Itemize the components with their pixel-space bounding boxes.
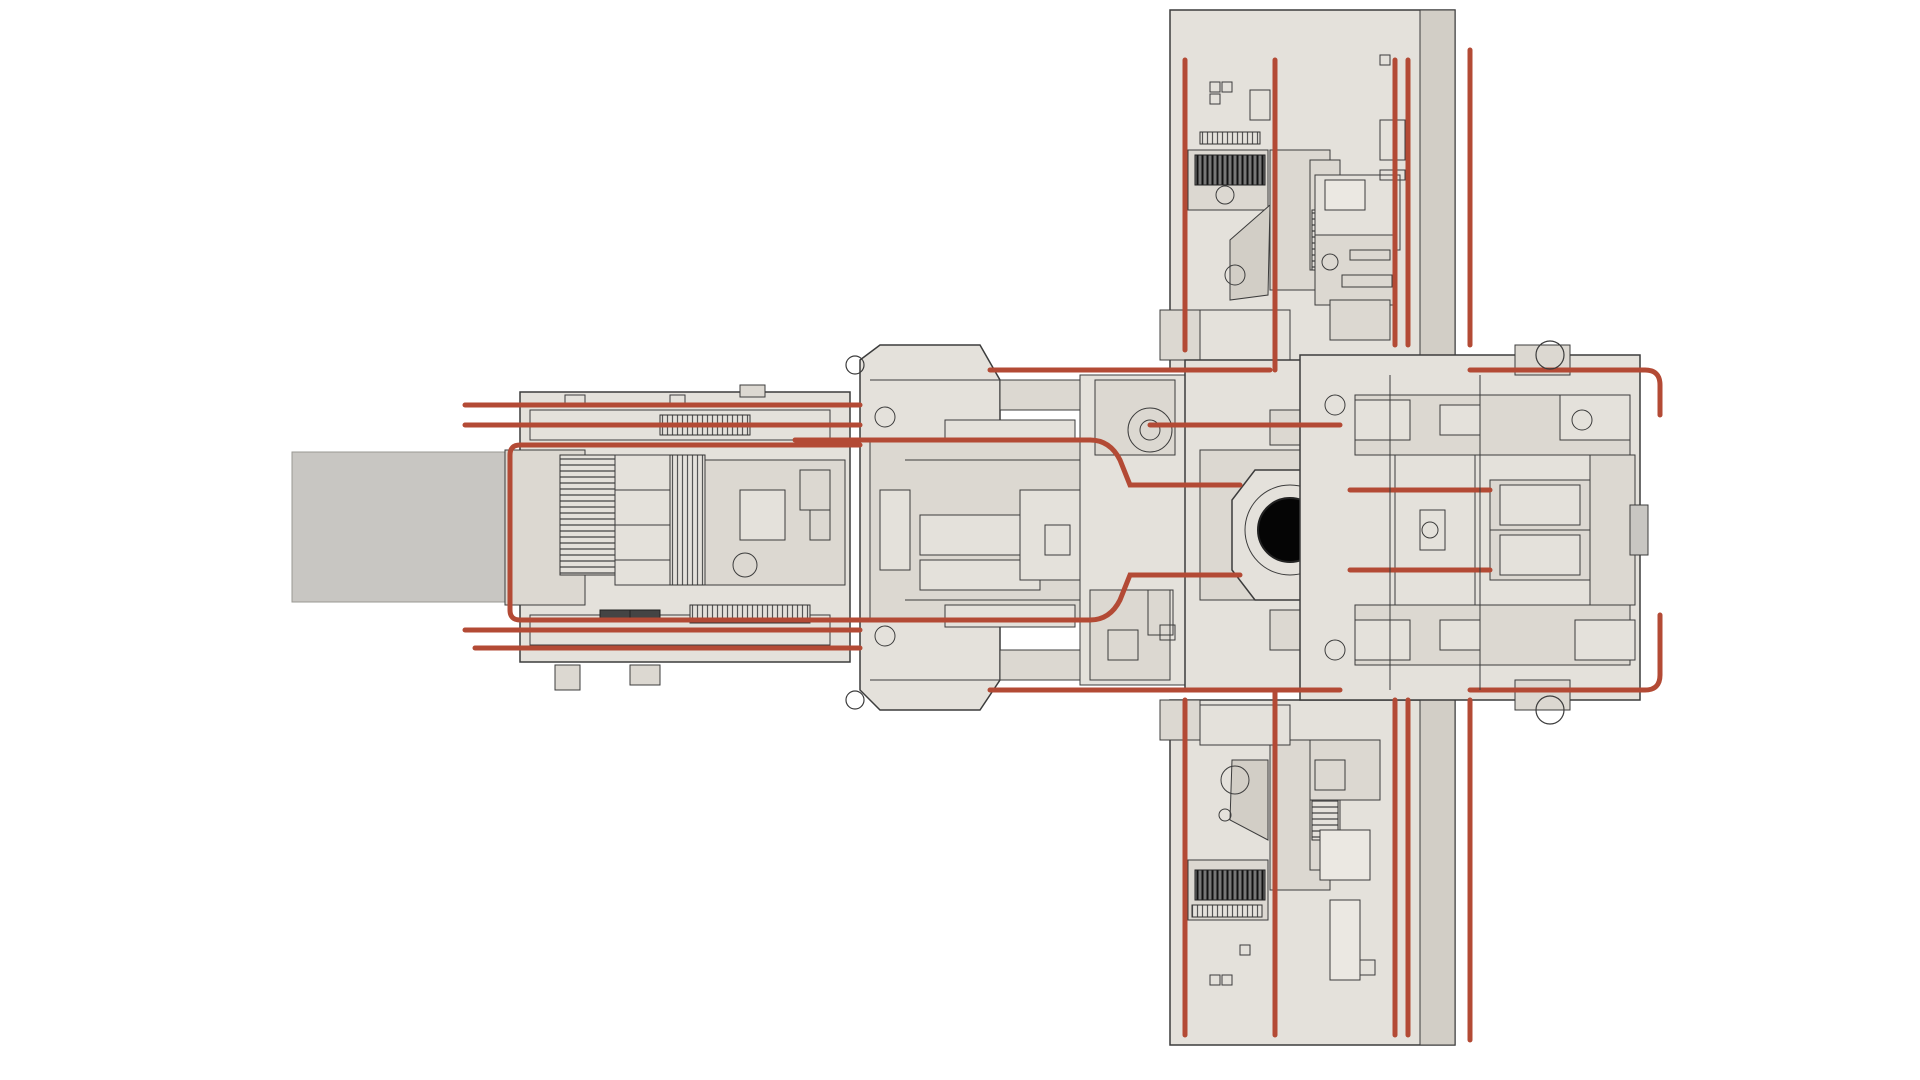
pipe-network xyxy=(462,47,1663,1043)
mid-hull xyxy=(859,344,1191,711)
round-hatch-icon xyxy=(845,340,1565,725)
top-wing xyxy=(1159,9,1456,371)
rear-hull xyxy=(504,384,851,691)
hull-detail-lines xyxy=(870,375,1481,690)
bottom-wing xyxy=(1159,699,1456,1046)
forward-hull xyxy=(1299,344,1649,711)
rear-block xyxy=(291,451,521,603)
